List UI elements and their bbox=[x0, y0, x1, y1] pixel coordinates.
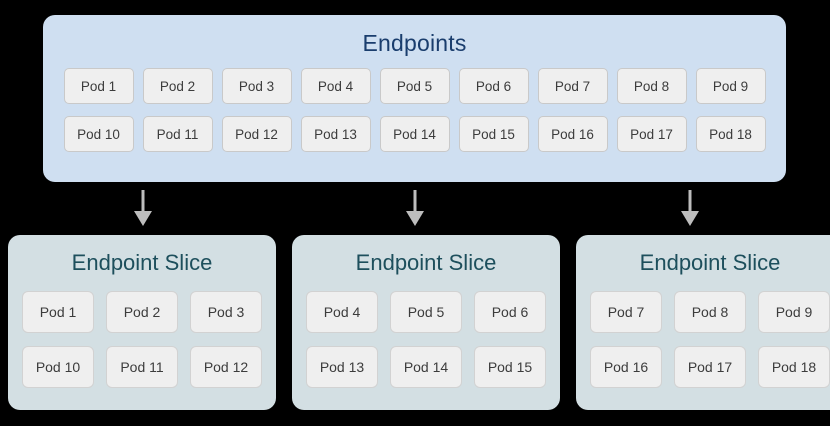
pod-chip[interactable]: Pod 5 bbox=[390, 291, 462, 333]
slice-pod-row: Pod 1 Pod 2 Pod 3 bbox=[22, 291, 262, 333]
slice-pod-row: Pod 16 Pod 17 Pod 18 bbox=[590, 346, 830, 388]
endpoints-title: Endpoints bbox=[362, 30, 467, 56]
slice-pod-row: Pod 13 Pod 14 Pod 15 bbox=[306, 346, 546, 388]
pod-chip[interactable]: Pod 12 bbox=[190, 346, 262, 388]
arrow-down-icon bbox=[130, 190, 156, 226]
endpoints-container: Endpoints Pod 1 Pod 2 Pod 3 Pod 4 Pod 5 … bbox=[43, 15, 786, 182]
pod-chip[interactable]: Pod 17 bbox=[616, 116, 687, 152]
pod-chip[interactable]: Pod 13 bbox=[306, 346, 378, 388]
endpoint-slice-1: Endpoint Slice Pod 1 Pod 2 Pod 3 Pod 10 … bbox=[8, 235, 276, 410]
pod-chip[interactable]: Pod 2 bbox=[142, 68, 213, 104]
pod-chip[interactable]: Pod 11 bbox=[142, 116, 213, 152]
pod-chip[interactable]: Pod 18 bbox=[695, 116, 766, 152]
pod-chip[interactable]: Pod 3 bbox=[190, 291, 262, 333]
slice-title: Endpoint Slice bbox=[71, 250, 213, 275]
pod-chip[interactable]: Pod 14 bbox=[379, 116, 450, 152]
pod-chip[interactable]: Pod 9 bbox=[758, 291, 830, 333]
slice-pod-grid: Pod 7 Pod 8 Pod 9 Pod 16 Pod 17 Pod 18 bbox=[576, 291, 830, 388]
pod-chip[interactable]: Pod 12 bbox=[221, 116, 292, 152]
pod-chip[interactable]: Pod 6 bbox=[474, 291, 546, 333]
pod-chip[interactable]: Pod 11 bbox=[106, 346, 178, 388]
pod-chip[interactable]: Pod 5 bbox=[379, 68, 450, 104]
pod-chip[interactable]: Pod 16 bbox=[590, 346, 662, 388]
endpoints-pod-grid: Pod 1 Pod 2 Pod 3 Pod 4 Pod 5 Pod 6 Pod … bbox=[43, 68, 786, 152]
slice-pod-row: Pod 10 Pod 11 Pod 12 bbox=[22, 346, 262, 388]
pod-chip[interactable]: Pod 2 bbox=[106, 291, 178, 333]
pod-chip[interactable]: Pod 17 bbox=[674, 346, 746, 388]
pod-chip[interactable]: Pod 13 bbox=[300, 116, 371, 152]
pod-chip[interactable]: Pod 10 bbox=[22, 346, 94, 388]
arrow-down-icon bbox=[677, 190, 703, 226]
pod-chip[interactable]: Pod 7 bbox=[537, 68, 608, 104]
pod-chip[interactable]: Pod 16 bbox=[537, 116, 608, 152]
pod-chip[interactable]: Pod 18 bbox=[758, 346, 830, 388]
pod-chip[interactable]: Pod 4 bbox=[300, 68, 371, 104]
slice-pod-grid: Pod 1 Pod 2 Pod 3 Pod 10 Pod 11 Pod 12 bbox=[8, 291, 276, 388]
pod-chip[interactable]: Pod 15 bbox=[458, 116, 529, 152]
arrow-down-icon bbox=[402, 190, 428, 226]
pod-chip[interactable]: Pod 3 bbox=[221, 68, 292, 104]
endpoints-pod-row: Pod 10 Pod 11 Pod 12 Pod 13 Pod 14 Pod 1… bbox=[55, 116, 774, 152]
pod-chip[interactable]: Pod 14 bbox=[390, 346, 462, 388]
pod-chip[interactable]: Pod 7 bbox=[590, 291, 662, 333]
pod-chip[interactable]: Pod 10 bbox=[63, 116, 134, 152]
pod-chip[interactable]: Pod 1 bbox=[22, 291, 94, 333]
slice-title: Endpoint Slice bbox=[355, 250, 497, 275]
endpoint-slice-2: Endpoint Slice Pod 4 Pod 5 Pod 6 Pod 13 … bbox=[292, 235, 560, 410]
pod-chip[interactable]: Pod 8 bbox=[616, 68, 687, 104]
pod-chip[interactable]: Pod 15 bbox=[474, 346, 546, 388]
pod-chip[interactable]: Pod 8 bbox=[674, 291, 746, 333]
endpoint-slice-3: Endpoint Slice Pod 7 Pod 8 Pod 9 Pod 16 … bbox=[576, 235, 830, 410]
slice-pod-row: Pod 4 Pod 5 Pod 6 bbox=[306, 291, 546, 333]
pod-chip[interactable]: Pod 4 bbox=[306, 291, 378, 333]
endpoints-pod-row: Pod 1 Pod 2 Pod 3 Pod 4 Pod 5 Pod 6 Pod … bbox=[55, 68, 774, 104]
endpoint-slices-row: Endpoint Slice Pod 1 Pod 2 Pod 3 Pod 10 … bbox=[8, 235, 830, 410]
pod-chip[interactable]: Pod 9 bbox=[695, 68, 766, 104]
pod-chip[interactable]: Pod 6 bbox=[458, 68, 529, 104]
slice-pod-grid: Pod 4 Pod 5 Pod 6 Pod 13 Pod 14 Pod 15 bbox=[292, 291, 560, 388]
slice-pod-row: Pod 7 Pod 8 Pod 9 bbox=[590, 291, 830, 333]
slice-title: Endpoint Slice bbox=[639, 250, 781, 275]
pod-chip[interactable]: Pod 1 bbox=[63, 68, 134, 104]
